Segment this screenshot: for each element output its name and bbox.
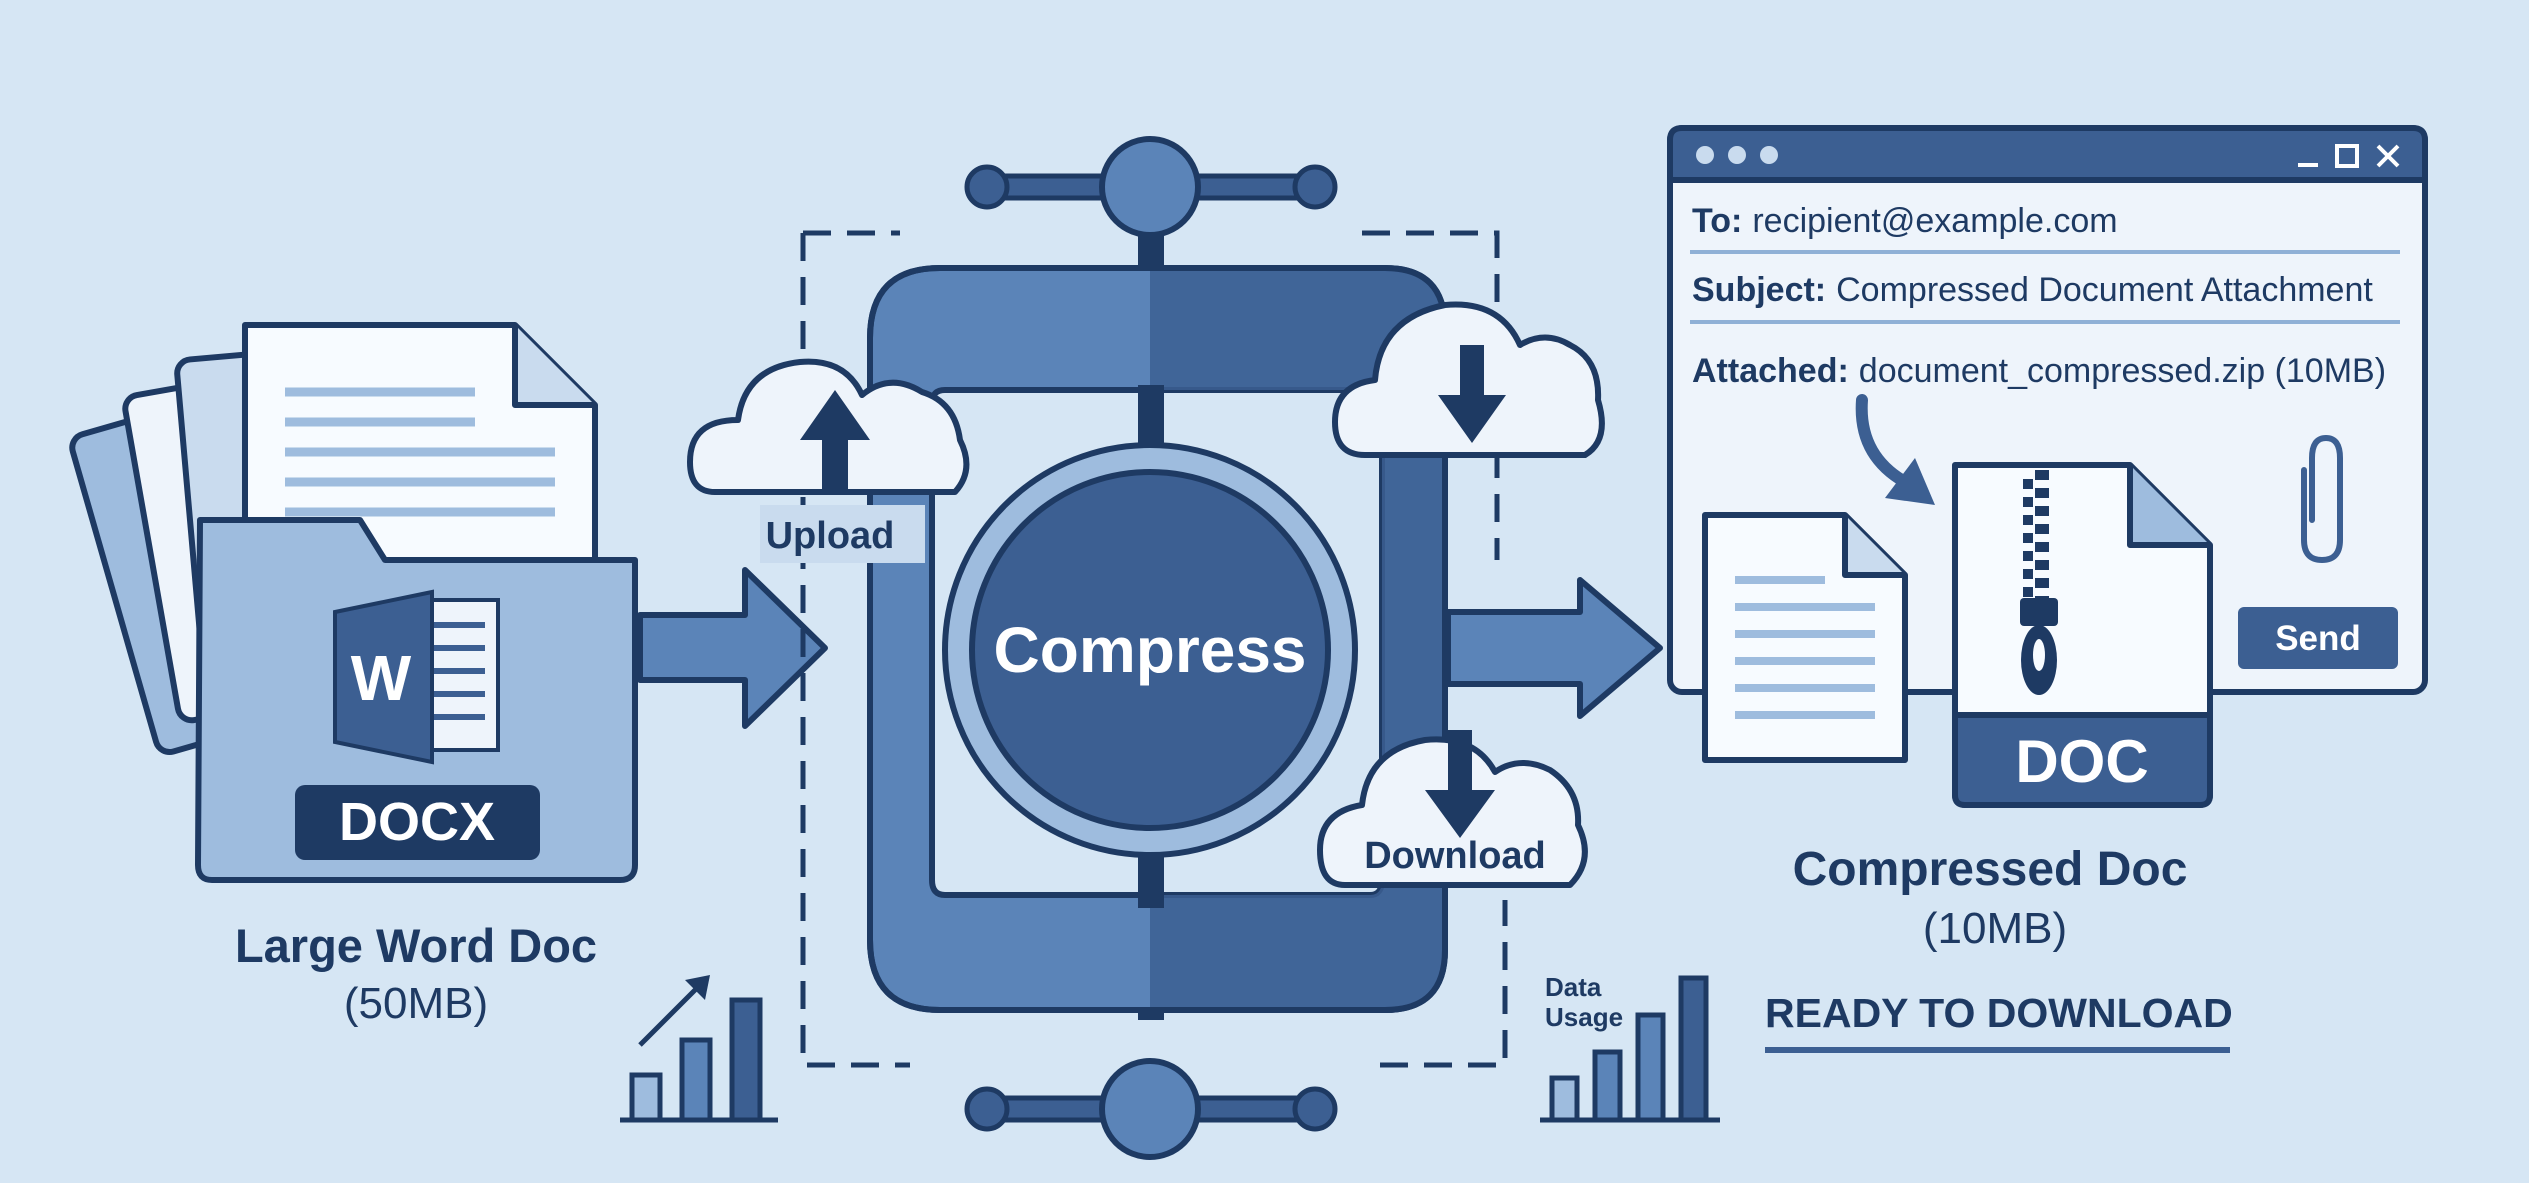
data-usage-chart-icon — [1540, 975, 1720, 1123]
download-cloud-labeled-icon — [1317, 730, 1588, 888]
docx-badge — [295, 785, 540, 860]
window-dot-icon — [1760, 146, 1778, 164]
paperclip-icon[interactable] — [2301, 434, 2343, 564]
ready-to-download-status[interactable]: READY TO DOWNLOAD — [1765, 990, 2233, 1036]
dashed-frame — [800, 230, 1508, 1068]
email-to-label: To: — [1692, 202, 1742, 240]
zip-document-icon — [1952, 462, 2213, 808]
email-subject-value[interactable]: Compressed Document Attachment — [1836, 271, 2373, 309]
word-icon-letter: W — [351, 642, 412, 714]
data-usage-label-line1: Data — [1545, 972, 1602, 1002]
result-title: Compressed Doc — [1793, 843, 2188, 896]
email-attached-label: Attached: — [1692, 352, 1849, 390]
email-attached-row[interactable]: Attached: document_compressed.zip (10MB) — [1692, 352, 2386, 390]
send-button-label[interactable]: Send — [2275, 619, 2361, 658]
upload-cloud-icon — [687, 358, 970, 495]
email-to-row[interactable]: To: recipient@example.com — [1692, 202, 2118, 240]
source-title: Large Word Doc — [235, 919, 597, 972]
download-cloud-icon — [1332, 301, 1605, 458]
maximize-icon[interactable] — [2335, 144, 2359, 168]
small-document-icon — [1702, 512, 1908, 763]
source-document-stack: W DOCX — [69, 322, 638, 883]
growth-bar-icon — [620, 975, 778, 1123]
email-subject-row[interactable]: Subject: Compressed Document Attachment — [1692, 271, 2373, 309]
docx-badge-label: DOCX — [339, 792, 495, 852]
pointer-arrow-icon — [1855, 394, 1935, 505]
email-subject-label: Subject: — [1692, 271, 1826, 309]
email-to-value[interactable]: recipient@example.com — [1752, 202, 2117, 240]
result-size: (10MB) — [1923, 904, 2067, 953]
flow-arrow-right-icon — [637, 567, 828, 729]
flow-arrow-right-icon — [1445, 577, 1663, 719]
upload-label-bg — [760, 505, 925, 563]
window-dot-icon — [1696, 146, 1714, 164]
source-size: (50MB) — [344, 979, 488, 1028]
data-usage-label-line2: Usage — [1545, 1002, 1623, 1032]
compress-dial — [942, 442, 1358, 858]
download-label: Download — [1364, 835, 1546, 877]
window-dot-icon — [1728, 146, 1746, 164]
email-attached-value[interactable]: document_compressed.zip (10MB) — [1859, 352, 2386, 390]
upload-label: Upload — [766, 515, 895, 557]
word-file-icon: W — [333, 589, 500, 765]
compress-label: Compress — [994, 614, 1307, 686]
send-button[interactable] — [2238, 607, 2398, 669]
close-icon[interactable] — [2376, 144, 2400, 168]
doc-badge-label: DOC — [2015, 728, 2148, 795]
